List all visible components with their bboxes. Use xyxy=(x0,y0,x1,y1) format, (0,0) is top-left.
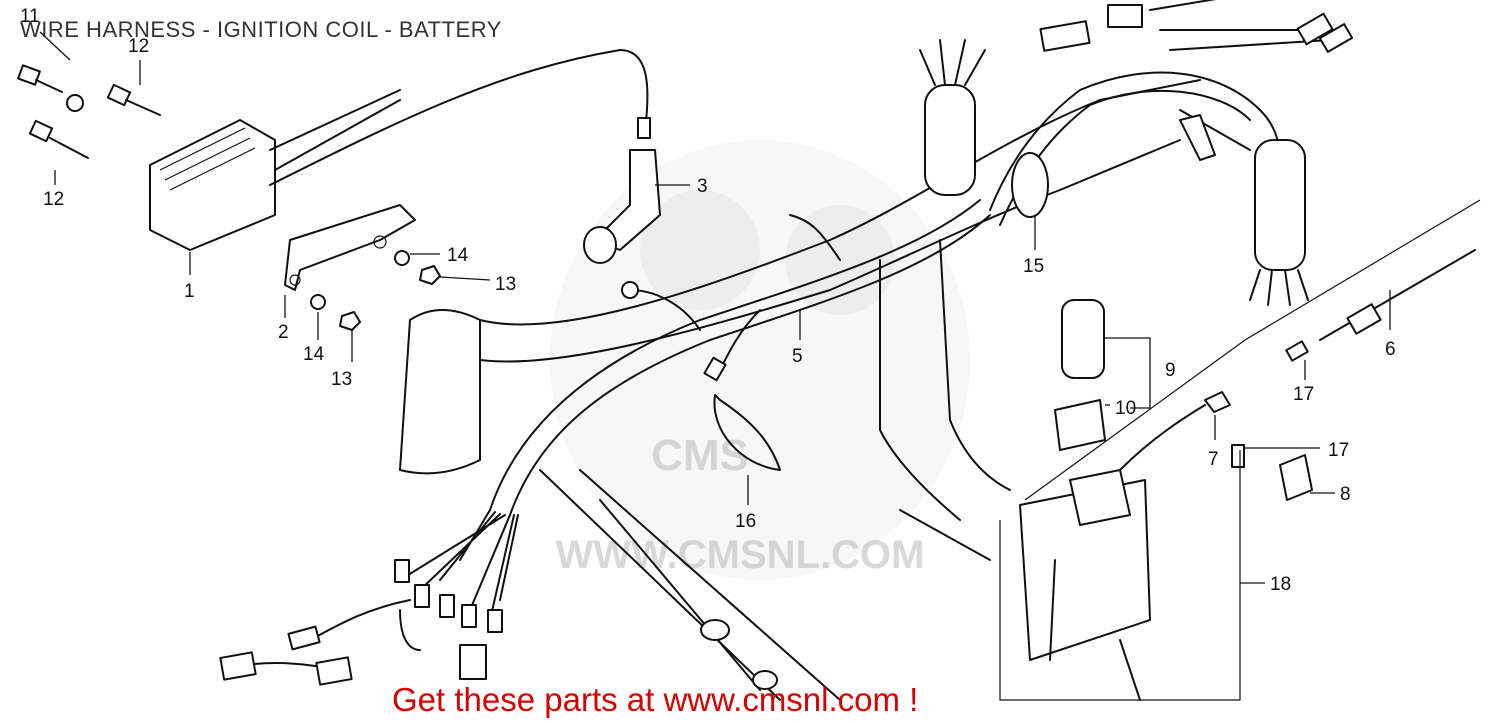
spark-plug-cap xyxy=(583,149,661,264)
callout-12-top: 12 xyxy=(128,36,149,57)
callout-11: 11 xyxy=(20,6,40,27)
callouts: 1 2 3 5 6 7 8 9 10 11 12 12 13 13 14 14 … xyxy=(20,6,1396,595)
callout-9: 9 xyxy=(1165,360,1176,381)
callout-15: 15 xyxy=(1023,256,1044,277)
watermark-logo: CMS WWW.CMSNL.COM xyxy=(550,140,970,580)
callout-14-bottom: 14 xyxy=(303,344,325,365)
callout-6: 6 xyxy=(1385,339,1396,360)
callout-8: 8 xyxy=(1340,484,1351,505)
diagram-title: WIRE HARNESS - IGNITION COIL - BATTERY xyxy=(20,17,502,42)
battery xyxy=(1019,469,1151,701)
battery-group-outline xyxy=(999,199,1481,701)
harness-connectors xyxy=(919,0,1354,306)
callout-3: 3 xyxy=(697,176,708,197)
frame-tube xyxy=(399,79,1251,701)
leader-lines xyxy=(39,31,1391,584)
callout-2: 2 xyxy=(278,322,289,343)
watermark-text: WWW.CMSNL.COM xyxy=(556,533,925,577)
callout-16: 16 xyxy=(735,511,756,532)
ignition-coil xyxy=(149,49,651,251)
callout-13-right: 13 xyxy=(495,274,516,295)
callout-18: 18 xyxy=(1270,574,1291,595)
promo-link[interactable]: Get these parts at www.cmsnl.com ! xyxy=(392,681,918,718)
harness-clamp xyxy=(1011,152,1049,218)
callout-12-left: 12 xyxy=(43,189,64,210)
wire-band xyxy=(713,394,781,471)
callout-10: 10 xyxy=(1115,398,1136,419)
callout-17-top: 17 xyxy=(1293,384,1314,405)
callout-5: 5 xyxy=(792,346,803,367)
wire-harness xyxy=(219,71,1281,686)
callout-14-right: 14 xyxy=(447,245,469,266)
relay-unit xyxy=(1054,299,1106,451)
callout-17-right: 17 xyxy=(1328,440,1349,461)
svg-text:CMS: CMS xyxy=(651,431,749,480)
callout-7: 7 xyxy=(1208,449,1219,470)
callout-1: 1 xyxy=(184,281,195,302)
bolts-and-nuts xyxy=(17,64,441,331)
coil-bracket xyxy=(284,204,416,291)
small-parts-right xyxy=(1119,249,1476,501)
callout-13-bottom: 13 xyxy=(331,369,352,390)
